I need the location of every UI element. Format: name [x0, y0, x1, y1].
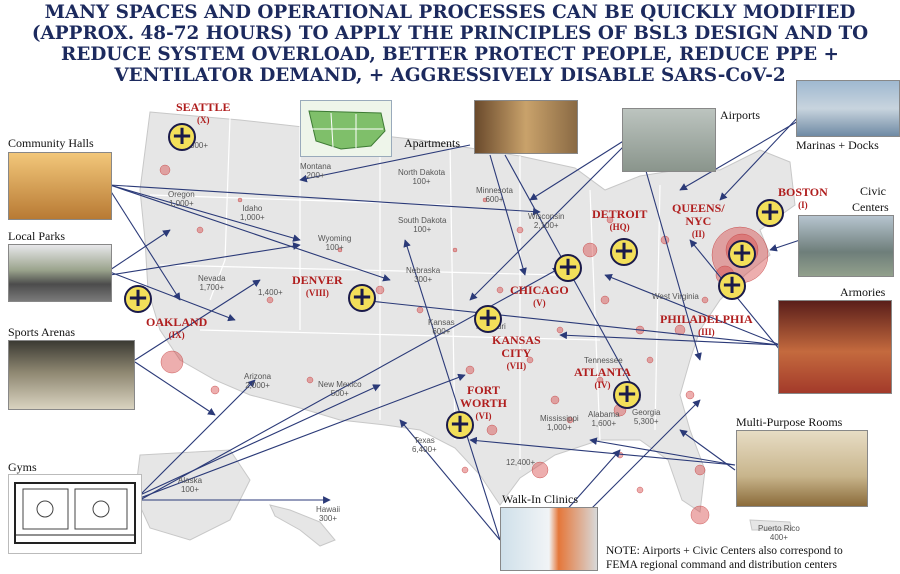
atlanta-marker[interactable]: + [613, 381, 641, 409]
title-line-4: VENTILATOR DEMAND, + AGGRESSIVELY DISABL… [114, 65, 786, 86]
multi-purpose-rooms-photo [736, 430, 868, 507]
apartments-label: Apartments [404, 136, 460, 150]
boston-label: BOSTON(I) [778, 185, 828, 211]
kansas-city-marker[interactable]: + [474, 305, 502, 333]
marinas-docks-label: Marinas + Docks [796, 138, 879, 152]
community-halls-label: Community Halls [8, 136, 94, 150]
oakland-marker[interactable]: + [124, 285, 152, 313]
tennessee-label: Tennessee [584, 356, 623, 365]
walk-in-clinics-photo [500, 507, 598, 571]
denver-marker[interactable]: + [348, 284, 376, 312]
armories-label: Armories [840, 285, 886, 299]
oakland-label: OAKLAND(IX) [146, 315, 208, 341]
hawaii-shape [269, 504, 336, 547]
armories-photo [778, 300, 892, 394]
queens-nyc-marker[interactable]: + [728, 240, 756, 268]
seattle-label: SEATTLE(X) [176, 100, 231, 126]
fort-worth-marker[interactable]: + [446, 411, 474, 439]
fema-regions-inset-map [300, 100, 392, 157]
philadelphia-marker[interactable]: + [718, 272, 746, 300]
alaska-shape [134, 449, 251, 541]
gyms-label: Gyms [8, 460, 37, 474]
civic-centers-label-1: Civic [860, 184, 886, 198]
utah-count: 1,400+ [258, 288, 283, 297]
fema-note: NOTE: Airports + Civic Centers also corr… [606, 544, 843, 572]
seattle-marker[interactable]: + [168, 123, 196, 151]
civic-centers-photo [798, 215, 894, 277]
airports-label: Airports [720, 108, 760, 122]
multi-purpose-rooms-label: Multi-Purpose Rooms [736, 415, 843, 429]
airports-photo [622, 108, 716, 172]
philadelphia-label: PHILADELPHIA(III) [660, 312, 753, 338]
washington-count: 300+ [190, 141, 209, 150]
note-line-1: NOTE: Airports + Civic Centers also corr… [606, 545, 843, 557]
chicago-marker[interactable]: + [554, 254, 582, 282]
detroit-label: DETROIT(HQ) [592, 207, 648, 233]
apartments-photo [474, 100, 578, 154]
boston-marker[interactable]: + [756, 199, 784, 227]
louisiana-count: 12,400+ [506, 458, 536, 467]
walk-in-clinics-label: Walk-In Clinics [502, 492, 579, 506]
queens-nyc-label: QUEENS/NYC(II) [672, 201, 725, 240]
note-line-2: FEMA regional command and distribution c… [606, 559, 837, 571]
title-line-1: MANY SPACES AND OPERATIONAL PROCESSES CA… [44, 2, 856, 23]
west-virginia-label: West Virginia [652, 292, 699, 301]
floor-plan-graphic [14, 482, 136, 544]
denver-label: DENVER(VIII) [292, 273, 343, 299]
local-parks-photo [8, 244, 112, 302]
title-line-3: REDUCE SYSTEM OVERLOAD, BETTER PROTECT P… [61, 44, 839, 65]
puerto-rico-shape [749, 519, 793, 531]
sports-arenas-photo [8, 340, 135, 410]
detroit-marker[interactable]: + [610, 238, 638, 266]
local-parks-label: Local Parks [8, 229, 65, 243]
marinas-docks-photo [796, 80, 900, 137]
page-title: MANY SPACES AND OPERATIONAL PROCESSES CA… [0, 2, 900, 86]
sports-arenas-label: Sports Arenas [8, 325, 75, 339]
civic-centers-label-2: Centers [852, 200, 889, 214]
chicago-label: CHICAGO(V) [510, 283, 569, 309]
state-borders [149, 117, 661, 470]
inset-map-graphic [301, 101, 391, 156]
title-line-2: (APPROX. 48-72 HOURS) TO APPLY THE PRINC… [31, 23, 869, 44]
gyms-floor-plan [8, 474, 142, 554]
community-halls-photo [8, 152, 112, 220]
atlanta-label: ATLANTA(IV) [574, 365, 631, 391]
